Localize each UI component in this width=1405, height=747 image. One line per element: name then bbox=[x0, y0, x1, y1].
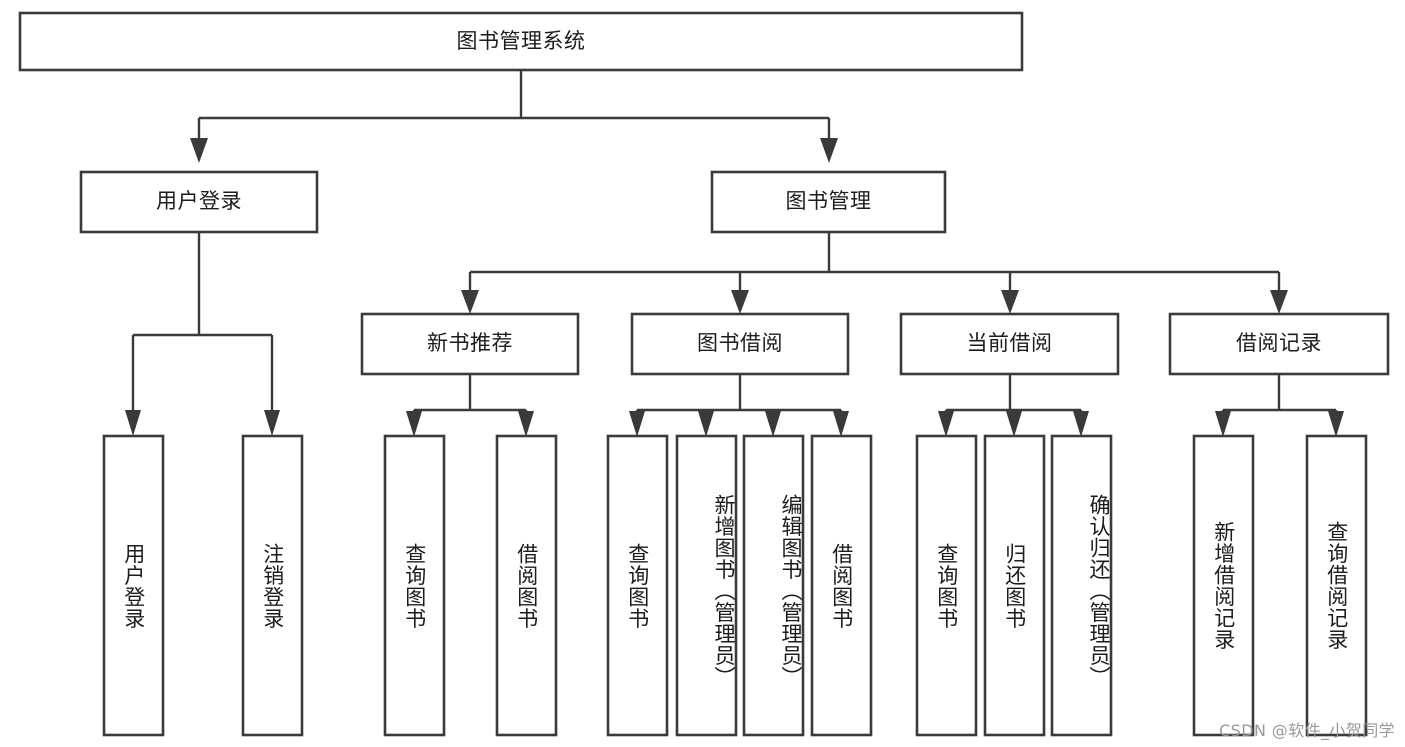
arrow-bb-leaf1 bbox=[629, 411, 645, 437]
arrow-record bbox=[1270, 290, 1288, 314]
node-box-user-login[interactable] bbox=[79, 170, 319, 234]
arrow-cb-leaf1 bbox=[938, 411, 954, 437]
arrow-newbook bbox=[461, 290, 479, 314]
arrow-borrow bbox=[731, 290, 749, 314]
node-box-new-book-recommend[interactable] bbox=[360, 312, 580, 376]
node-box-leaf-br-query[interactable] bbox=[1305, 434, 1368, 737]
node-box-leaf-nb-query[interactable] bbox=[383, 434, 446, 737]
node-box-leaf-bb-query[interactable] bbox=[606, 434, 669, 737]
arrow-br-leaf2 bbox=[1328, 411, 1344, 437]
node-box-leaf-user-login[interactable] bbox=[102, 434, 165, 737]
node-box-leaf-br-add[interactable] bbox=[1192, 434, 1255, 737]
connector-group bbox=[125, 70, 1344, 437]
node-box-leaf-bb-add[interactable] bbox=[675, 434, 738, 737]
arrow-bb-leaf2 bbox=[698, 411, 714, 437]
node-box-book-manage[interactable] bbox=[710, 170, 947, 234]
node-box-leaf-bb-borrow[interactable] bbox=[810, 434, 873, 737]
arrow-ul-leaf1 bbox=[125, 410, 141, 436]
arrow-bb-leaf4 bbox=[833, 411, 849, 437]
arrow-nb-leaf2 bbox=[518, 411, 534, 437]
arrow-user-login bbox=[190, 138, 208, 163]
arrow-book-manage bbox=[820, 138, 838, 163]
node-box-borrow-record[interactable] bbox=[1168, 312, 1390, 376]
node-box-leaf-cb-confirm[interactable] bbox=[1050, 434, 1113, 737]
node-box-leaf-bb-edit[interactable] bbox=[742, 434, 805, 737]
arrow-br-leaf1 bbox=[1215, 411, 1231, 437]
arrow-ul-leaf2 bbox=[264, 410, 280, 436]
node-box-leaf-logout[interactable] bbox=[241, 434, 304, 737]
node-box-root[interactable] bbox=[18, 11, 1024, 72]
arrow-bb-leaf3 bbox=[765, 411, 781, 437]
arrow-cb-leaf2 bbox=[1006, 411, 1022, 437]
node-box-leaf-cb-query[interactable] bbox=[915, 434, 978, 737]
arrow-nb-leaf1 bbox=[406, 411, 422, 437]
node-box-current-borrow[interactable] bbox=[899, 312, 1120, 376]
node-box-book-borrow[interactable] bbox=[630, 312, 850, 376]
arrow-cb-leaf3 bbox=[1073, 411, 1089, 437]
arrow-current bbox=[1001, 290, 1019, 314]
node-box-group bbox=[18, 11, 1390, 737]
node-box-leaf-cb-return[interactable] bbox=[983, 434, 1046, 737]
node-box-leaf-nb-borrow[interactable] bbox=[495, 434, 558, 737]
